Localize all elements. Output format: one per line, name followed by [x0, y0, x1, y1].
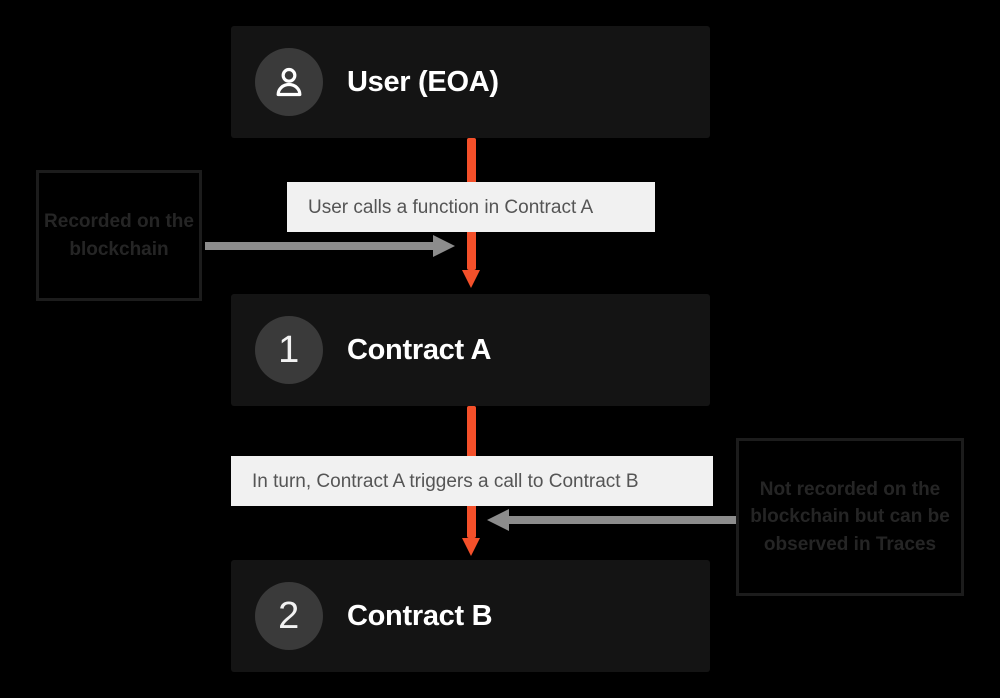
- arrow-head-right-icon: [433, 235, 455, 257]
- node-user-eoa[interactable]: User (EOA): [231, 26, 710, 138]
- user-icon: [276, 67, 302, 97]
- arrow-head-left-icon: [487, 509, 509, 531]
- annotation-note-text: Recorded on the blockchain: [44, 210, 194, 260]
- annotation-arrow-right-icon: [205, 235, 455, 257]
- node-title: Contract B: [347, 599, 493, 632]
- annotation-note-recorded: Recorded on the blockchain: [36, 170, 202, 301]
- arrow-shaft: [509, 516, 737, 524]
- annotation-note-text: Not recorded on the blockchain but can b…: [750, 478, 950, 555]
- step-number: 1: [278, 329, 300, 371]
- step-number: 2: [278, 595, 300, 637]
- caption-step-1: User calls a function in Contract A: [287, 182, 655, 232]
- caption-text: User calls a function in Contract A: [308, 196, 594, 218]
- caption-text: In turn, Contract A triggers a call to C…: [252, 470, 639, 492]
- arrow-shaft: [205, 242, 433, 250]
- annotation-note-not-recorded: Not recorded on the blockchain but can b…: [736, 438, 964, 596]
- node-contract-a[interactable]: 1 Contract A: [231, 294, 710, 406]
- caption-step-2: In turn, Contract A triggers a call to C…: [231, 456, 713, 506]
- node-contract-b[interactable]: 2 Contract B: [231, 560, 710, 672]
- annotation-arrow-left-icon: [487, 509, 737, 531]
- arrow-head-down-icon: [462, 538, 480, 556]
- step-number-badge: 2: [255, 582, 323, 650]
- step-number-badge: 1: [255, 316, 323, 384]
- node-title: Contract A: [347, 333, 492, 366]
- arrow-head-down-icon: [462, 270, 480, 288]
- node-title: User (EOA): [347, 65, 499, 98]
- user-avatar-badge: [255, 48, 323, 116]
